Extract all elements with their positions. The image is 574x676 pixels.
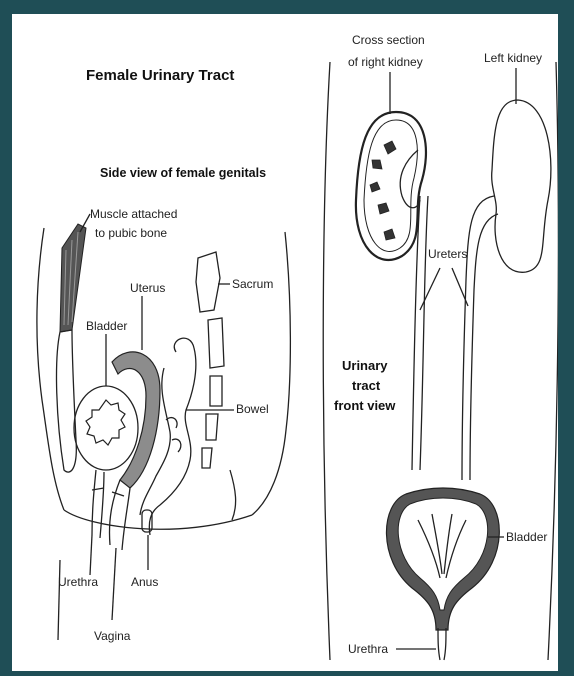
body-outline-front bbox=[37, 228, 64, 510]
pelvis-curve bbox=[230, 470, 236, 520]
bladder-lumen bbox=[86, 400, 125, 445]
leg-line bbox=[58, 560, 60, 640]
label-urethra-front: Urethra bbox=[348, 642, 388, 656]
leader-vagina bbox=[112, 548, 116, 620]
vagina bbox=[109, 480, 130, 550]
label-bladder: Bladder bbox=[86, 319, 127, 333]
left-panel: Female Urinary Tract Side view of female… bbox=[37, 67, 290, 643]
label-left-kidney: Left kidney bbox=[484, 51, 542, 65]
label-cross-section-line2: of right kidney bbox=[348, 55, 423, 69]
leader-urethra bbox=[90, 535, 92, 575]
label-muscle-line2: to pubic bone bbox=[95, 226, 167, 240]
urethra-side bbox=[92, 470, 104, 538]
label-cross-section-line1: Cross section bbox=[352, 33, 425, 47]
torso-outline-right bbox=[323, 62, 330, 660]
pubic-bone bbox=[57, 330, 77, 472]
label-front-view-line2: tract bbox=[352, 378, 381, 393]
perineum-body bbox=[92, 488, 124, 496]
uterus bbox=[112, 352, 160, 488]
pubic-muscle bbox=[60, 224, 86, 332]
ureter-left bbox=[462, 196, 498, 480]
label-bladder-front: Bladder bbox=[506, 530, 547, 544]
left-subtitle: Side view of female genitals bbox=[100, 166, 266, 180]
right-panel: Cross section of right kidney Left kidne… bbox=[323, 33, 558, 660]
bladder-outer bbox=[74, 386, 138, 470]
label-ureters: Ureters bbox=[428, 247, 467, 261]
label-front-view-line3: front view bbox=[334, 398, 396, 413]
left-title: Female Urinary Tract bbox=[86, 67, 234, 84]
label-front-view-line1: Urinary bbox=[342, 358, 388, 373]
body-outline-back bbox=[252, 232, 290, 515]
left-kidney bbox=[492, 100, 551, 272]
urinary-tract-diagram: Female Urinary Tract Side view of female… bbox=[12, 14, 558, 671]
bladder-front bbox=[386, 488, 499, 630]
label-urethra-side: Urethra bbox=[58, 575, 98, 589]
label-uterus: Uterus bbox=[130, 281, 165, 295]
right-kidney-cross-section bbox=[356, 112, 426, 260]
label-sacrum: Sacrum bbox=[232, 277, 273, 291]
label-bowel: Bowel bbox=[236, 402, 269, 416]
urethra-front bbox=[438, 628, 446, 660]
label-anus: Anus bbox=[131, 575, 158, 589]
diagram-page: Female Urinary Tract Side view of female… bbox=[12, 14, 558, 671]
label-muscle-line1: Muscle attached bbox=[90, 207, 177, 221]
label-vagina: Vagina bbox=[94, 629, 131, 643]
leader-ureters-right bbox=[420, 268, 440, 310]
